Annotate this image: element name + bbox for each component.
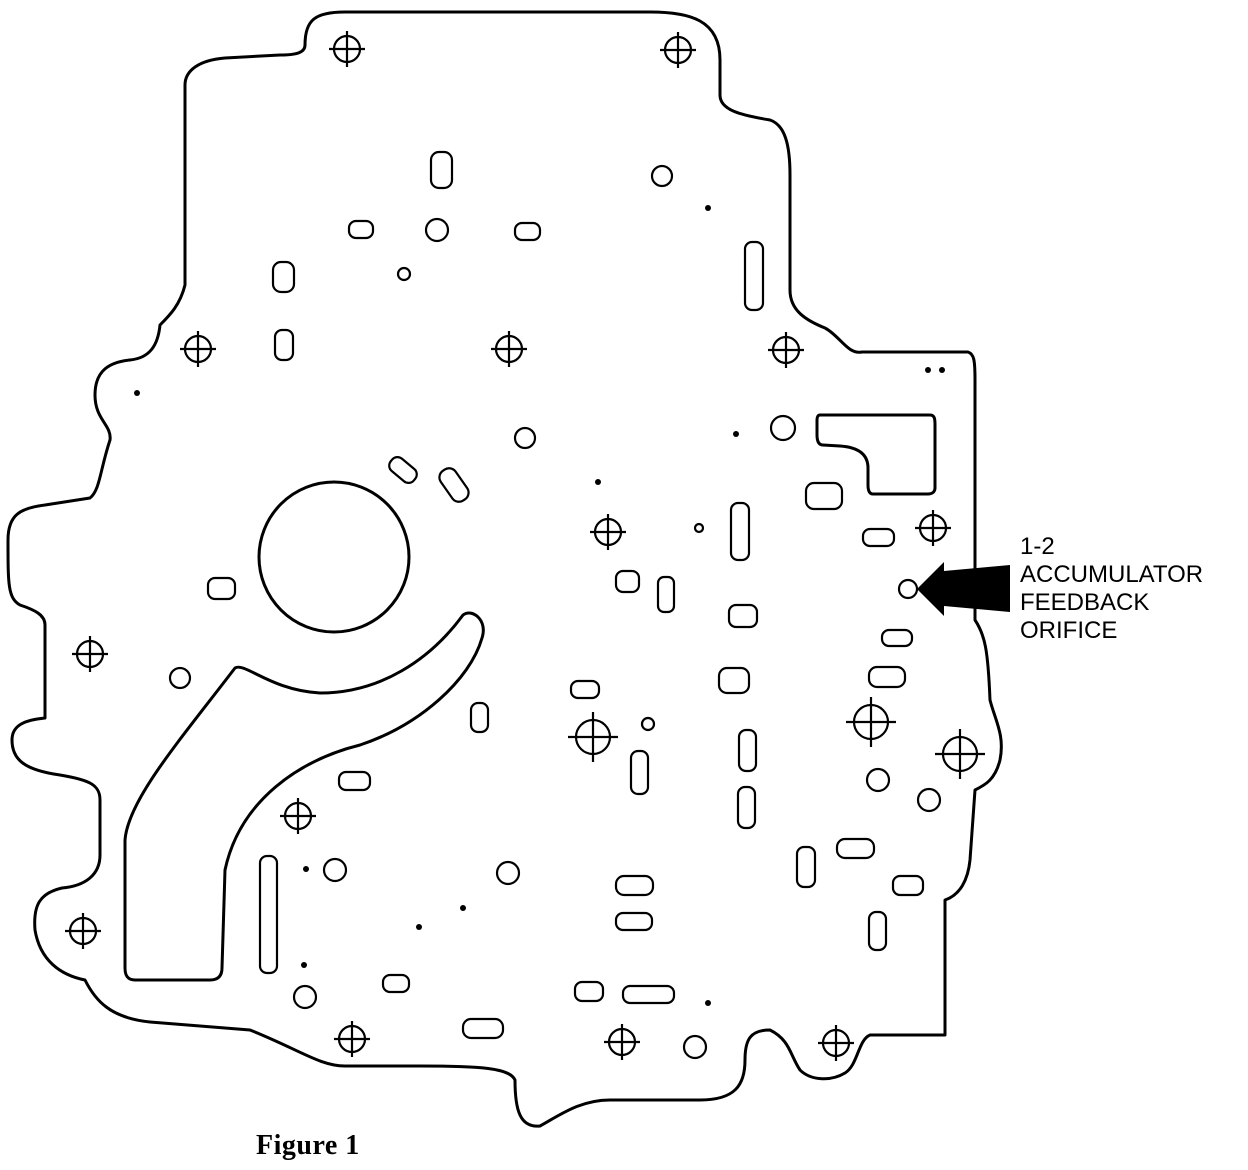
callout-line-1: 1-2 xyxy=(1020,533,1055,560)
bolt-hole xyxy=(180,331,216,367)
callout-line-2: ACCUMULATOR xyxy=(1020,561,1203,588)
figure-caption: Figure 1 xyxy=(256,1130,360,1161)
slots xyxy=(206,150,925,1040)
bolt-hole xyxy=(915,510,951,546)
bolt-hole xyxy=(72,636,108,672)
bolt-hole xyxy=(660,32,696,68)
bolt-hole xyxy=(590,514,626,550)
dots xyxy=(134,205,945,1006)
bolt-hole xyxy=(846,697,896,747)
bolt-hole xyxy=(568,712,618,762)
callout-line-4: ORIFICE xyxy=(1020,617,1117,644)
pocket-upper-right xyxy=(815,413,937,496)
bolt-hole xyxy=(604,1024,640,1060)
bolt-holes xyxy=(65,31,985,1061)
callout-label: 1-2 ACCUMULATOR FEEDBACK ORIFICE xyxy=(1020,533,1210,644)
bolt-hole xyxy=(65,913,101,949)
curved-channel xyxy=(123,611,485,982)
bolt-hole xyxy=(768,332,804,368)
callout-arrow xyxy=(917,562,1010,616)
bolt-hole xyxy=(818,1025,854,1061)
round-holes xyxy=(168,164,942,1060)
bolt-hole xyxy=(334,1021,370,1057)
bolt-hole xyxy=(329,31,365,67)
large-bore xyxy=(257,480,411,634)
bolt-hole xyxy=(280,798,316,834)
callout-line-3: FEEDBACK xyxy=(1020,589,1149,616)
plate-outline xyxy=(6,10,1003,1128)
accumulator-feedback-orifice xyxy=(897,578,919,600)
bolt-hole xyxy=(935,729,985,779)
bolt-hole xyxy=(491,331,527,367)
